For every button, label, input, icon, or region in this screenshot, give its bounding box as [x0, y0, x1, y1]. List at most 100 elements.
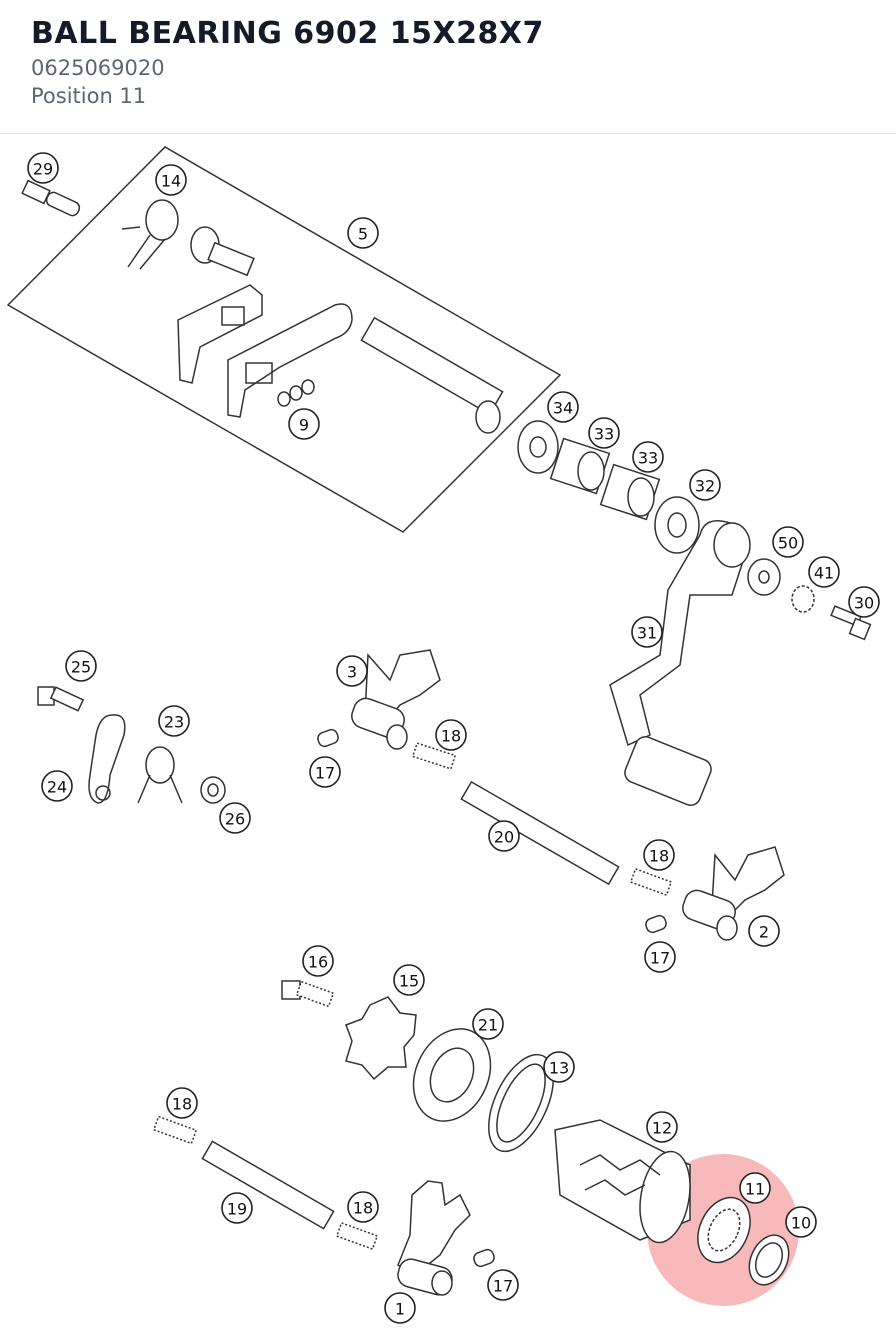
part-shift-shaft[interactable] [360, 316, 504, 434]
part-29-bolt[interactable] [21, 179, 81, 218]
callout-circle [543, 1051, 575, 1083]
callout-circle [547, 391, 579, 423]
callout-number: 2 [759, 923, 769, 942]
part-17-pin-a[interactable] [316, 728, 340, 748]
callout-circle [347, 1191, 379, 1223]
callout-circle [644, 941, 676, 973]
callout-18a[interactable]: 18 [435, 719, 467, 751]
callout-circle [302, 945, 334, 977]
part-30-screw[interactable] [830, 605, 872, 641]
part-18-spring-b[interactable] [629, 867, 673, 897]
part-13-ring[interactable] [475, 1045, 566, 1161]
callout-circle [27, 152, 59, 184]
part-21-ball-bearing[interactable] [399, 1016, 505, 1133]
callout-26[interactable]: 26 [219, 802, 251, 834]
callout-33a[interactable]: 33 [588, 417, 620, 449]
callout-circle [772, 526, 804, 558]
part-17-pin-b[interactable] [644, 914, 668, 934]
part-23-spring[interactable] [137, 746, 183, 804]
part-9-washers[interactable] [277, 379, 315, 407]
part-14-spring[interactable] [121, 199, 179, 270]
callout-circle [65, 650, 97, 682]
callout-17a[interactable]: 17 [309, 756, 341, 788]
callout-25[interactable]: 25 [65, 650, 97, 682]
part-18-spring-d[interactable] [335, 1221, 379, 1251]
callout-number: 33 [594, 425, 614, 444]
callout-21[interactable]: 21 [472, 1008, 504, 1040]
part-31-kick-lever[interactable] [609, 520, 751, 809]
callout-17c[interactable]: 17 [487, 1269, 519, 1301]
callout-24[interactable]: 24 [41, 770, 73, 802]
part-24-detent-lever[interactable] [88, 714, 126, 804]
part-33-needle-bearing-b[interactable] [599, 463, 661, 521]
callout-circle [487, 1269, 519, 1301]
callout-number: 9 [299, 416, 309, 435]
part-26-bushing[interactable] [200, 776, 226, 804]
callout-33b[interactable]: 33 [632, 441, 664, 473]
callout-3[interactable]: 3 [336, 655, 368, 687]
part-15-shift-drum-star[interactable] [345, 996, 417, 1081]
callout-circle [158, 705, 190, 737]
callout-34[interactable]: 34 [547, 391, 579, 423]
part-32-ring[interactable] [654, 496, 700, 554]
callout-number: 31 [637, 624, 657, 643]
part-shift-arm[interactable] [227, 303, 353, 418]
part-25-bolt[interactable] [37, 686, 85, 712]
callout-19[interactable]: 19 [221, 1192, 253, 1224]
callout-20[interactable]: 20 [488, 820, 520, 852]
callout-circle [221, 1192, 253, 1224]
callout-32[interactable]: 32 [689, 469, 721, 501]
callout-1[interactable]: 1 [384, 1292, 416, 1324]
part-roller-bolt[interactable] [190, 226, 255, 277]
part-2-shift-fork[interactable] [679, 846, 785, 941]
part-20-shaft[interactable] [460, 780, 620, 886]
part-50-washer[interactable] [747, 558, 781, 596]
part-19-shaft[interactable] [201, 1140, 335, 1230]
callout-17b[interactable]: 17 [644, 941, 676, 973]
callout-18b[interactable]: 18 [643, 839, 675, 871]
callout-circle [336, 655, 368, 687]
callout-number: 3 [347, 663, 357, 682]
callout-31[interactable]: 31 [631, 616, 663, 648]
callout-29[interactable]: 29 [27, 152, 59, 184]
part-33-needle-bearing-a[interactable] [549, 437, 611, 495]
callout-2[interactable]: 2 [748, 915, 780, 947]
part-shift-lever-plate[interactable] [177, 284, 263, 384]
callout-number: 18 [172, 1095, 192, 1114]
callout-number: 13 [549, 1059, 569, 1078]
part-10-ring[interactable] [742, 1229, 797, 1291]
callout-50[interactable]: 50 [772, 526, 804, 558]
callout-30[interactable]: 30 [848, 586, 880, 618]
callout-number: 16 [308, 953, 328, 972]
part-11-ball-bearing[interactable] [688, 1189, 760, 1271]
part-17-pin-c[interactable] [472, 1248, 496, 1268]
position-text: Position 11 [31, 84, 147, 108]
callout-18c[interactable]: 18 [166, 1087, 198, 1119]
callout-15[interactable]: 15 [393, 964, 425, 996]
callout-number: 32 [695, 477, 715, 496]
callout-11[interactable]: 11 [739, 1172, 771, 1204]
callout-23[interactable]: 23 [158, 705, 190, 737]
callout-10[interactable]: 10 [785, 1206, 817, 1238]
part-18-spring-c[interactable] [152, 1115, 198, 1145]
part-18-spring-a[interactable] [411, 742, 457, 770]
callout-13[interactable]: 13 [543, 1051, 575, 1083]
part-12-shift-drum[interactable] [554, 1119, 697, 1246]
callout-12[interactable]: 12 [646, 1111, 678, 1143]
callout-number: 18 [441, 727, 461, 746]
callout-14[interactable]: 14 [155, 164, 187, 196]
callout-18d[interactable]: 18 [347, 1191, 379, 1223]
part-3-shift-fork[interactable] [348, 649, 441, 750]
callout-number: 14 [161, 172, 181, 191]
page-header: BALL BEARING 6902 15X28X7 0625069020 Pos… [0, 0, 896, 134]
callout-9[interactable]: 9 [288, 408, 320, 440]
part-16-bolt[interactable] [281, 980, 335, 1008]
callout-circle [309, 756, 341, 788]
part-1-shift-fork[interactable] [395, 1180, 471, 1298]
callout-5[interactable]: 5 [347, 217, 379, 249]
part-41-circlip[interactable] [791, 585, 815, 613]
callout-16[interactable]: 16 [302, 945, 334, 977]
part-34-washer[interactable] [517, 420, 559, 474]
callout-41[interactable]: 41 [808, 556, 840, 588]
